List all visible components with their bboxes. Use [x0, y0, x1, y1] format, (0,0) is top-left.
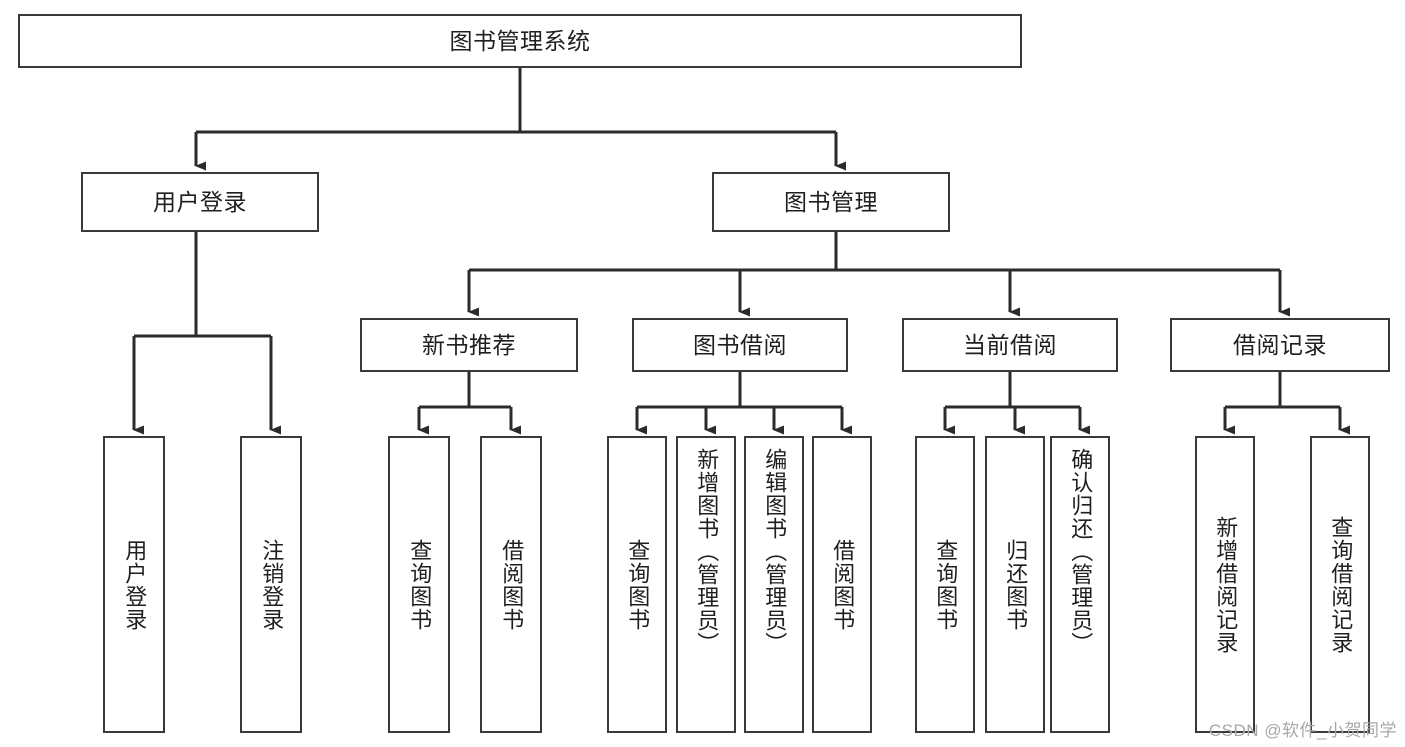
csdn-watermark: CSDN @软件_小贺同学 [1208, 721, 1397, 740]
node-current-borrow[interactable]: 当前借阅 [902, 318, 1118, 372]
node-leaf-borrow-record-query-record[interactable]: 查询借阅记录 [1310, 436, 1370, 733]
node-leaf-user-login-login[interactable]: 用户登录 [103, 436, 165, 733]
node-leaf-label: 注销登录 [259, 538, 285, 631]
node-leaf-label: 归还图书 [1003, 538, 1029, 631]
node-book-borrow-label: 图书借阅 [693, 331, 787, 358]
node-book-management[interactable]: 图书管理 [712, 172, 950, 232]
node-leaf-label: 用户登录 [122, 538, 148, 631]
node-new-book-recommend-label: 新书推荐 [422, 331, 516, 358]
node-borrow-record-label: 借阅记录 [1233, 331, 1327, 358]
node-leaf-label: 借阅图书 [499, 538, 525, 631]
node-borrow-record[interactable]: 借阅记录 [1170, 318, 1390, 372]
node-leaf-new-book-borrow-book[interactable]: 借阅图书 [480, 436, 542, 733]
node-leaf-book-borrow-borrow-book[interactable]: 借阅图书 [812, 436, 872, 733]
node-root-label: 图书管理系统 [449, 27, 591, 54]
node-current-borrow-label: 当前借阅 [963, 331, 1057, 358]
node-leaf-label: 确认归还（管理员） [1068, 448, 1094, 655]
node-leaf-label: 查询借阅记录 [1328, 515, 1354, 654]
node-leaf-label: 编辑图书（管理员） [762, 448, 788, 655]
node-leaf-label: 新增图书（管理员） [694, 448, 720, 655]
node-book-borrow[interactable]: 图书借阅 [632, 318, 848, 372]
node-book-management-label: 图书管理 [784, 188, 878, 215]
node-leaf-book-borrow-edit-book-admin[interactable]: 编辑图书（管理员） [744, 436, 804, 733]
node-leaf-book-borrow-add-book-admin[interactable]: 新增图书（管理员） [676, 436, 736, 733]
node-leaf-label: 查询图书 [407, 538, 433, 631]
node-leaf-new-book-query-book[interactable]: 查询图书 [388, 436, 450, 733]
node-user-login[interactable]: 用户登录 [81, 172, 319, 232]
node-user-login-label: 用户登录 [153, 188, 247, 215]
node-leaf-user-login-logout[interactable]: 注销登录 [240, 436, 302, 733]
node-leaf-label: 查询图书 [933, 538, 959, 631]
node-leaf-label: 查询图书 [625, 538, 651, 631]
node-leaf-label: 借阅图书 [830, 538, 856, 631]
node-leaf-label: 新增借阅记录 [1213, 515, 1239, 654]
node-leaf-current-borrow-confirm-return-admin[interactable]: 确认归还（管理员） [1050, 436, 1110, 733]
node-new-book-recommend[interactable]: 新书推荐 [360, 318, 578, 372]
node-root-book-management-system[interactable]: 图书管理系统 [18, 14, 1022, 68]
node-leaf-current-borrow-return-book[interactable]: 归还图书 [985, 436, 1045, 733]
node-leaf-current-borrow-query-book[interactable]: 查询图书 [915, 436, 975, 733]
node-leaf-borrow-record-add-record[interactable]: 新增借阅记录 [1195, 436, 1255, 733]
node-leaf-book-borrow-query-book[interactable]: 查询图书 [607, 436, 667, 733]
